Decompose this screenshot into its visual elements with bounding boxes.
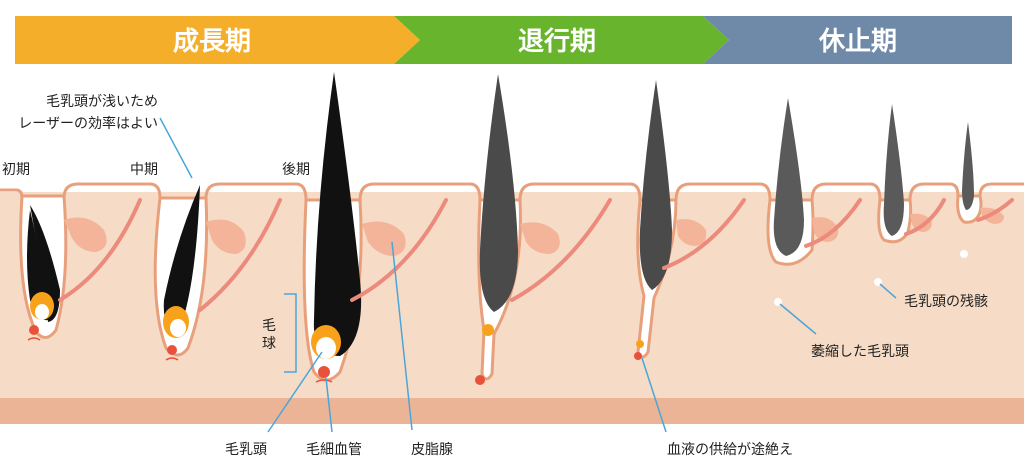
label-shallow-1: 毛乳頭が浅いため [46,94,158,110]
muscle-1 [58,198,142,302]
follicle-middle-anagen [153,185,209,361]
papilla-core-middle [170,319,186,337]
muscle-4 [510,198,612,302]
label-shallow-2: レーザーの効率はよい [18,115,158,132]
gland-7 [910,213,932,232]
label-remnant: 毛乳頭の残骸 [904,294,988,310]
vessel-late [318,366,330,378]
catagen-arrow [394,16,729,64]
label-bulb-1: 毛 [262,318,276,334]
leader-shallow [159,117,193,179]
label-sebaceous: 皮脂腺 [411,442,453,458]
skin-surface [0,182,1024,201]
muscle-2 [198,198,282,312]
gland-4 [520,222,560,254]
club-catagen2 [636,340,644,348]
bracket-line [284,293,297,373]
muscle-8 [976,198,1014,222]
subcutaneous-layer [0,398,1024,424]
follicle-telogen-2 [874,104,913,286]
vessel-catagen1 [475,375,485,385]
telogen-arrow [703,16,1012,64]
label-middle: 中期 [130,162,158,178]
hair-catagen1 [479,74,518,312]
vessel-tail-early [27,337,41,341]
label-papilla: 毛乳頭 [225,442,267,458]
follicle-late-anagen [302,72,363,383]
label-early: 初期 [2,161,30,178]
hair-telogen2 [883,104,904,236]
hair-catagen2 [639,80,672,290]
leader-papilla [267,351,323,433]
text-labels: 毛乳頭が浅いため レーザーの効率はよい 初期 中期 後期 毛 球 毛乳頭 毛細血… [2,94,988,458]
leader-capillary [325,377,333,433]
label-bulb-2: 球 [262,336,276,352]
follicle-early-anagen [19,194,68,341]
muscle-6 [804,198,862,248]
label-late: 後期 [282,162,310,178]
remnant-telogen3 [960,250,968,258]
phase-anagen-label: 成長期 [173,27,251,57]
hair-telogen3 [962,122,974,210]
phase-telogen-label: 休止期 [818,27,897,57]
vessel-tail-late [315,379,333,383]
gland-1 [64,217,107,252]
leader-lines [159,117,897,433]
follicle-late-catagen [634,80,678,360]
arrector-muscles [58,198,1014,312]
muscle-3 [350,198,448,302]
phase-catagen-label: 退行期 [518,26,596,57]
leader-sebaceous [391,241,413,431]
hair-late [313,72,362,356]
vessel-early [29,325,39,335]
muscle-7 [904,198,946,236]
gland-3 [362,221,406,256]
label-atrophied: 萎縮した毛乳頭 [811,344,909,360]
hair-middle [163,185,200,334]
leader-atrophied [779,303,817,335]
vessel-middle [167,345,177,355]
label-capillary: 毛細血管 [306,442,362,458]
follicle-telogen-3 [956,122,983,258]
label-blood-cut: 血液の供給が途絶え [667,441,793,458]
muscle-5 [662,198,746,270]
leader-blood [641,357,667,433]
papilla-core-early [35,304,49,320]
club-catagen1 [482,324,494,336]
vessel-tail-middle [165,357,179,361]
anagen-arrow [15,16,420,64]
follicle-telogen-1 [766,98,815,306]
hair-early-tip [30,205,60,322]
follicle-early-catagen [475,74,522,385]
gland-2 [206,219,246,254]
vessel-catagen2 [634,352,642,360]
phase-banner: 成長期 退行期 休止期 [15,16,1012,64]
leader-remnant [879,283,897,299]
gland-5 [676,219,707,246]
bulb-bracket [284,293,297,373]
gland-6 [812,217,839,242]
hair-telogen1 [773,98,804,256]
